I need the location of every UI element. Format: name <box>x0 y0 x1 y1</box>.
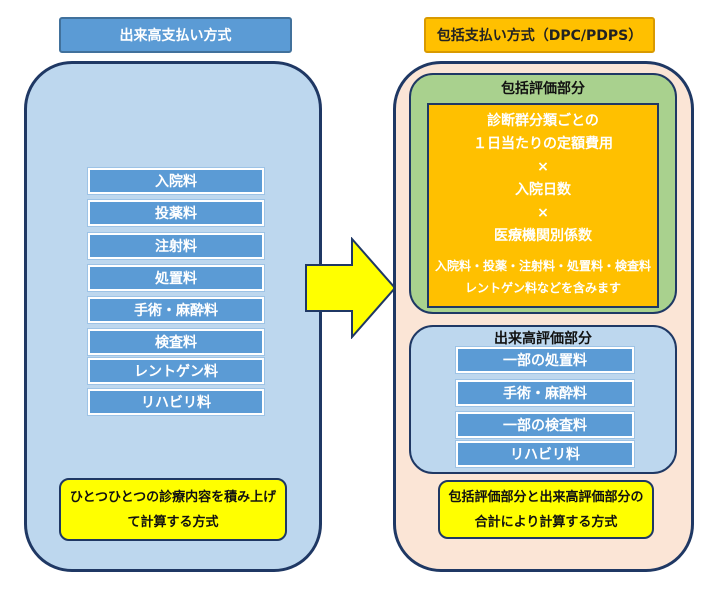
right-note-line-2: 合計により計算する方式 <box>474 514 618 530</box>
formula-line-coefficient: 医療機関別係数 <box>494 228 592 244</box>
formula-line-1: 診断群分類ごとの <box>487 113 599 129</box>
inclusive-evaluation-title: 包括評価部分 <box>501 81 585 97</box>
inclusive-formula-box: 診断群分類ごとの １日当たりの定額費用 × 入院日数 × 医療機関別係数 入院料… <box>427 103 659 308</box>
dpc-pdps-title: 包括支払い方式（DPC/PDPS） <box>424 17 655 53</box>
right-item-surgery-anesthesia: 手術・麻酔料 <box>456 380 634 406</box>
inclusive-note-line-2: レントゲン料などを含みます <box>464 281 621 295</box>
right-arrow-icon <box>305 237 397 339</box>
left-item-medication: 投薬料 <box>88 200 264 226</box>
formula-line-2: １日当たりの定額費用 <box>473 136 613 152</box>
right-item-partial-treatment: 一部の処置料 <box>456 347 634 373</box>
left-item-rehabilitation: リハビリ料 <box>88 389 264 415</box>
right-item-partial-examination: 一部の検査料 <box>456 412 634 438</box>
right-description-note: 包括評価部分と出来高評価部分の 合計により計算する方式 <box>438 480 654 539</box>
multiply-sign-2: × <box>537 205 549 221</box>
left-item-surgery-anesthesia: 手術・麻酔料 <box>88 297 264 323</box>
multiply-sign-1: × <box>537 159 549 175</box>
pay-per-service-title: 出来高支払い方式 <box>59 17 292 53</box>
left-item-xray: レントゲン料 <box>88 358 264 384</box>
formula-line-hospital-days: 入院日数 <box>515 182 571 198</box>
inclusive-note-line-1: 入院料・投薬・注射料・処置料・検査料 <box>434 259 651 273</box>
right-note-line-1: 包括評価部分と出来高評価部分の <box>448 489 644 505</box>
left-item-examination: 検査料 <box>88 329 264 355</box>
left-item-treatment: 処置料 <box>88 265 264 291</box>
fee-for-service-title: 出来高評価部分 <box>494 331 592 347</box>
left-note-line-1: ひとつひとつの診療内容を積み上げ <box>69 489 277 505</box>
left-note-line-2: て計算する方式 <box>127 514 219 530</box>
left-description-note: ひとつひとつの診療内容を積み上げ て計算する方式 <box>59 478 287 541</box>
left-item-admission: 入院料 <box>88 168 264 194</box>
left-item-injection: 注射料 <box>88 233 264 259</box>
right-item-rehabilitation: リハビリ料 <box>456 441 634 467</box>
